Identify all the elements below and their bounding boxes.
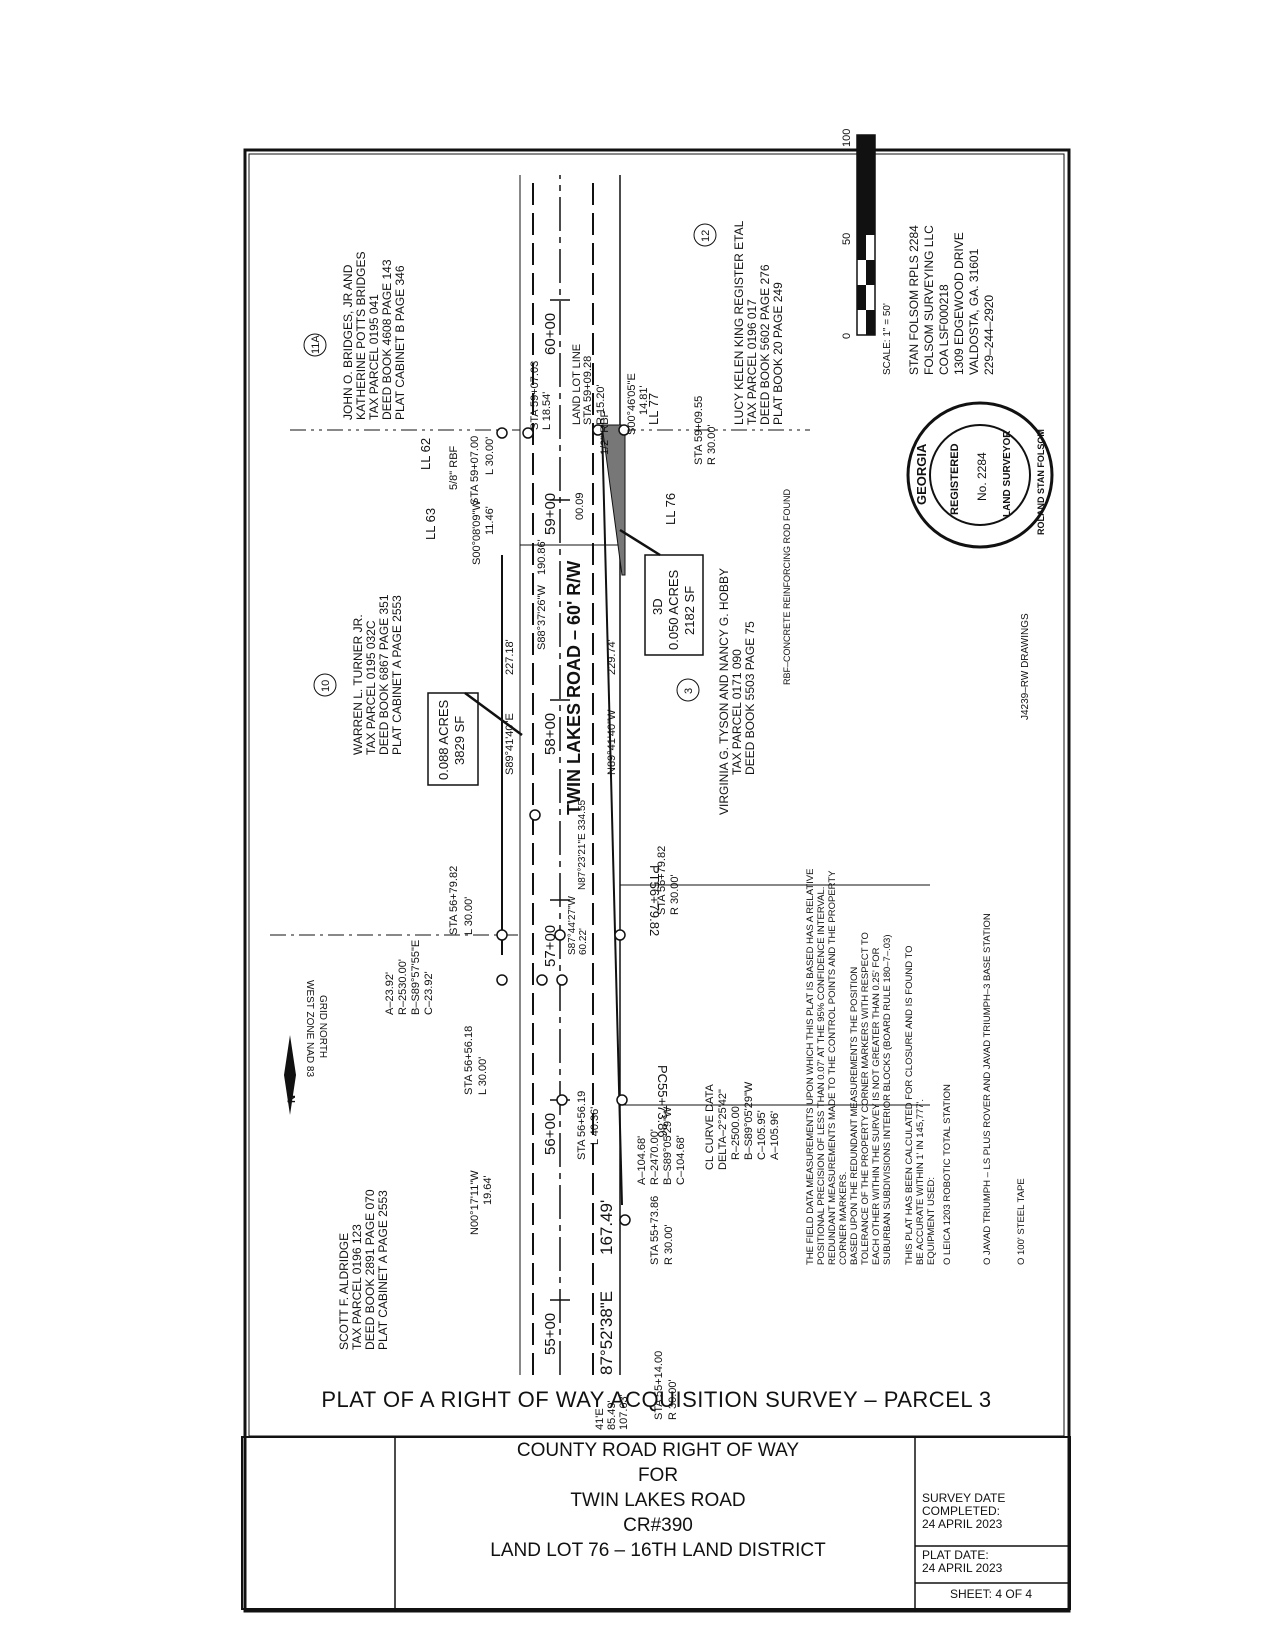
outer-border — [243, 148, 1071, 1613]
plat-date-label: PLAT DATE: — [922, 1548, 989, 1562]
title-line: CR#390 — [623, 1515, 693, 1536]
survey-date: 24 APRIL 2023 — [922, 1517, 1003, 1531]
plat-date-block: PLAT DATE: 24 APRIL 2023 — [922, 1549, 1002, 1575]
title-block-main: COUNTY ROAD RIGHT OF WAY FOR TWIN LAKES … — [402, 1438, 914, 1563]
plat-date: 24 APRIL 2023 — [922, 1561, 1003, 1575]
inner-border — [248, 153, 1065, 1437]
sheet-number: SHEET: 4 OF 4 — [950, 1587, 1033, 1601]
plat-title: PLAT OF A RIGHT OF WAY ACQUISITION SURVE… — [321, 1387, 992, 1412]
survey-date-block: SURVEY DATE COMPLETED: 24 APRIL 2023 — [922, 1492, 1005, 1531]
survey-date-label: SURVEY DATE — [922, 1491, 1006, 1505]
title-line: LAND LOT 76 – 16TH LAND DISTRICT — [490, 1540, 826, 1561]
title-line: FOR — [637, 1465, 679, 1486]
survey-date-label: COMPLETED: — [922, 1504, 1001, 1518]
title-line: COUNTY ROAD RIGHT OF WAY — [516, 1440, 800, 1461]
title-line: TWIN LAKES ROAD — [570, 1490, 746, 1511]
